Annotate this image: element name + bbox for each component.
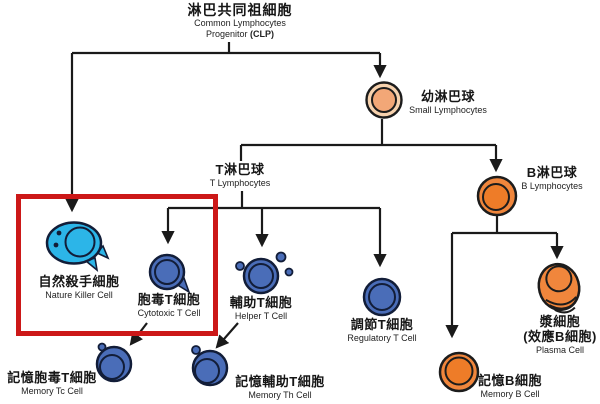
plasma-label-zh2: (效應B細胞) [523,328,597,344]
clp-label-en2-bold: (CLP) [250,28,275,39]
arrow-to-memory-th [215,322,239,349]
plasma-label-zh: 漿細胞 [539,314,581,329]
t-label-en: T Lymphocytes [209,177,271,188]
memory-b-label-zh: 記憶B細胞 [478,373,542,388]
clp-label-en2-normal: Progenitor [205,28,248,39]
clp-label-zh: 淋巴共同祖細胞 [187,2,293,18]
node-label-memory-th: 記憶輔助T細胞 Memory Th Cell [235,374,325,401]
arrow-to-memory-tc [129,322,148,346]
memory-th-label-zh: 記憶輔助T細胞 [235,374,325,389]
small-lymphocyte-cell [365,81,403,119]
nk-label-zh: 自然殺手細胞 [38,274,120,289]
cytotoxic-t-cell [148,253,191,294]
node-label-t-lymphocytes: T淋巴球 T Lymphocytes [209,162,271,189]
plasma-cell [537,262,581,314]
node-label-helper: 輔助T細胞 Helper T Cell [229,295,293,322]
node-label-clp: 淋巴共同祖細胞 Common Lymphocytes Progenitor (C… [188,2,293,40]
helper-label-en: Helper T Cell [234,310,288,321]
memory-b-label-en: Memory B Cell [480,388,540,399]
regulatory-label-en: Regulatory T Cell [347,332,417,343]
node-label-cytotoxic: 胞毒T細胞 Cytotoxic T Cell [137,292,201,319]
b-label-zh: B淋巴球 [526,165,578,180]
regulatory-label-zh: 調節T細胞 [350,317,414,332]
helper-label-zh: 輔助T細胞 [229,295,293,310]
b-label-en: B Lymphocytes [521,180,583,191]
t-label-zh: T淋巴球 [215,162,265,177]
nk-cell [45,221,110,272]
memory-tc-cell [95,342,133,383]
regulatory-t-cell [362,277,402,317]
memory-th-cell [191,345,229,387]
memory-tc-label-zh: 記憶胞毒T細胞 [7,370,97,385]
plasma-label-en: Plasma Cell [535,344,585,355]
small-label-en: Small Lymphocytes [409,104,487,115]
nk-label-en: Nature Killer Cell [45,289,113,300]
node-label-small-lymphocytes: 幼淋巴球 Small Lymphocytes [409,89,487,116]
clp-label-en1: Common Lymphocytes [194,18,286,29]
b-lymphocyte-cell [476,175,518,217]
cytotoxic-label-en: Cytotoxic T Cell [137,307,201,318]
memory-th-label-en: Memory Th Cell [248,389,312,400]
node-label-regulatory: 調節T細胞 Regulatory T Cell [347,317,417,344]
node-label-memory-b: 記憶B細胞 Memory B Cell [478,373,542,400]
node-label-memory-tc: 記憶胞毒T細胞 Memory Tc Cell [7,370,97,397]
node-label-plasma: 漿細胞 (效應B細胞) Plasma Cell [523,314,597,356]
helper-t-cell [235,251,294,295]
cytotoxic-label-zh: 胞毒T細胞 [137,292,201,307]
memory-tc-label-en: Memory Tc Cell [21,385,83,396]
node-label-nk: 自然殺手細胞 Nature Killer Cell [38,274,120,301]
node-label-b-lymphocytes: B淋巴球 B Lymphocytes [521,165,583,192]
small-label-zh: 幼淋巴球 [420,89,476,104]
clp-label-en2: Progenitor (CLP) [188,29,293,40]
memory-b-cell [438,351,480,393]
